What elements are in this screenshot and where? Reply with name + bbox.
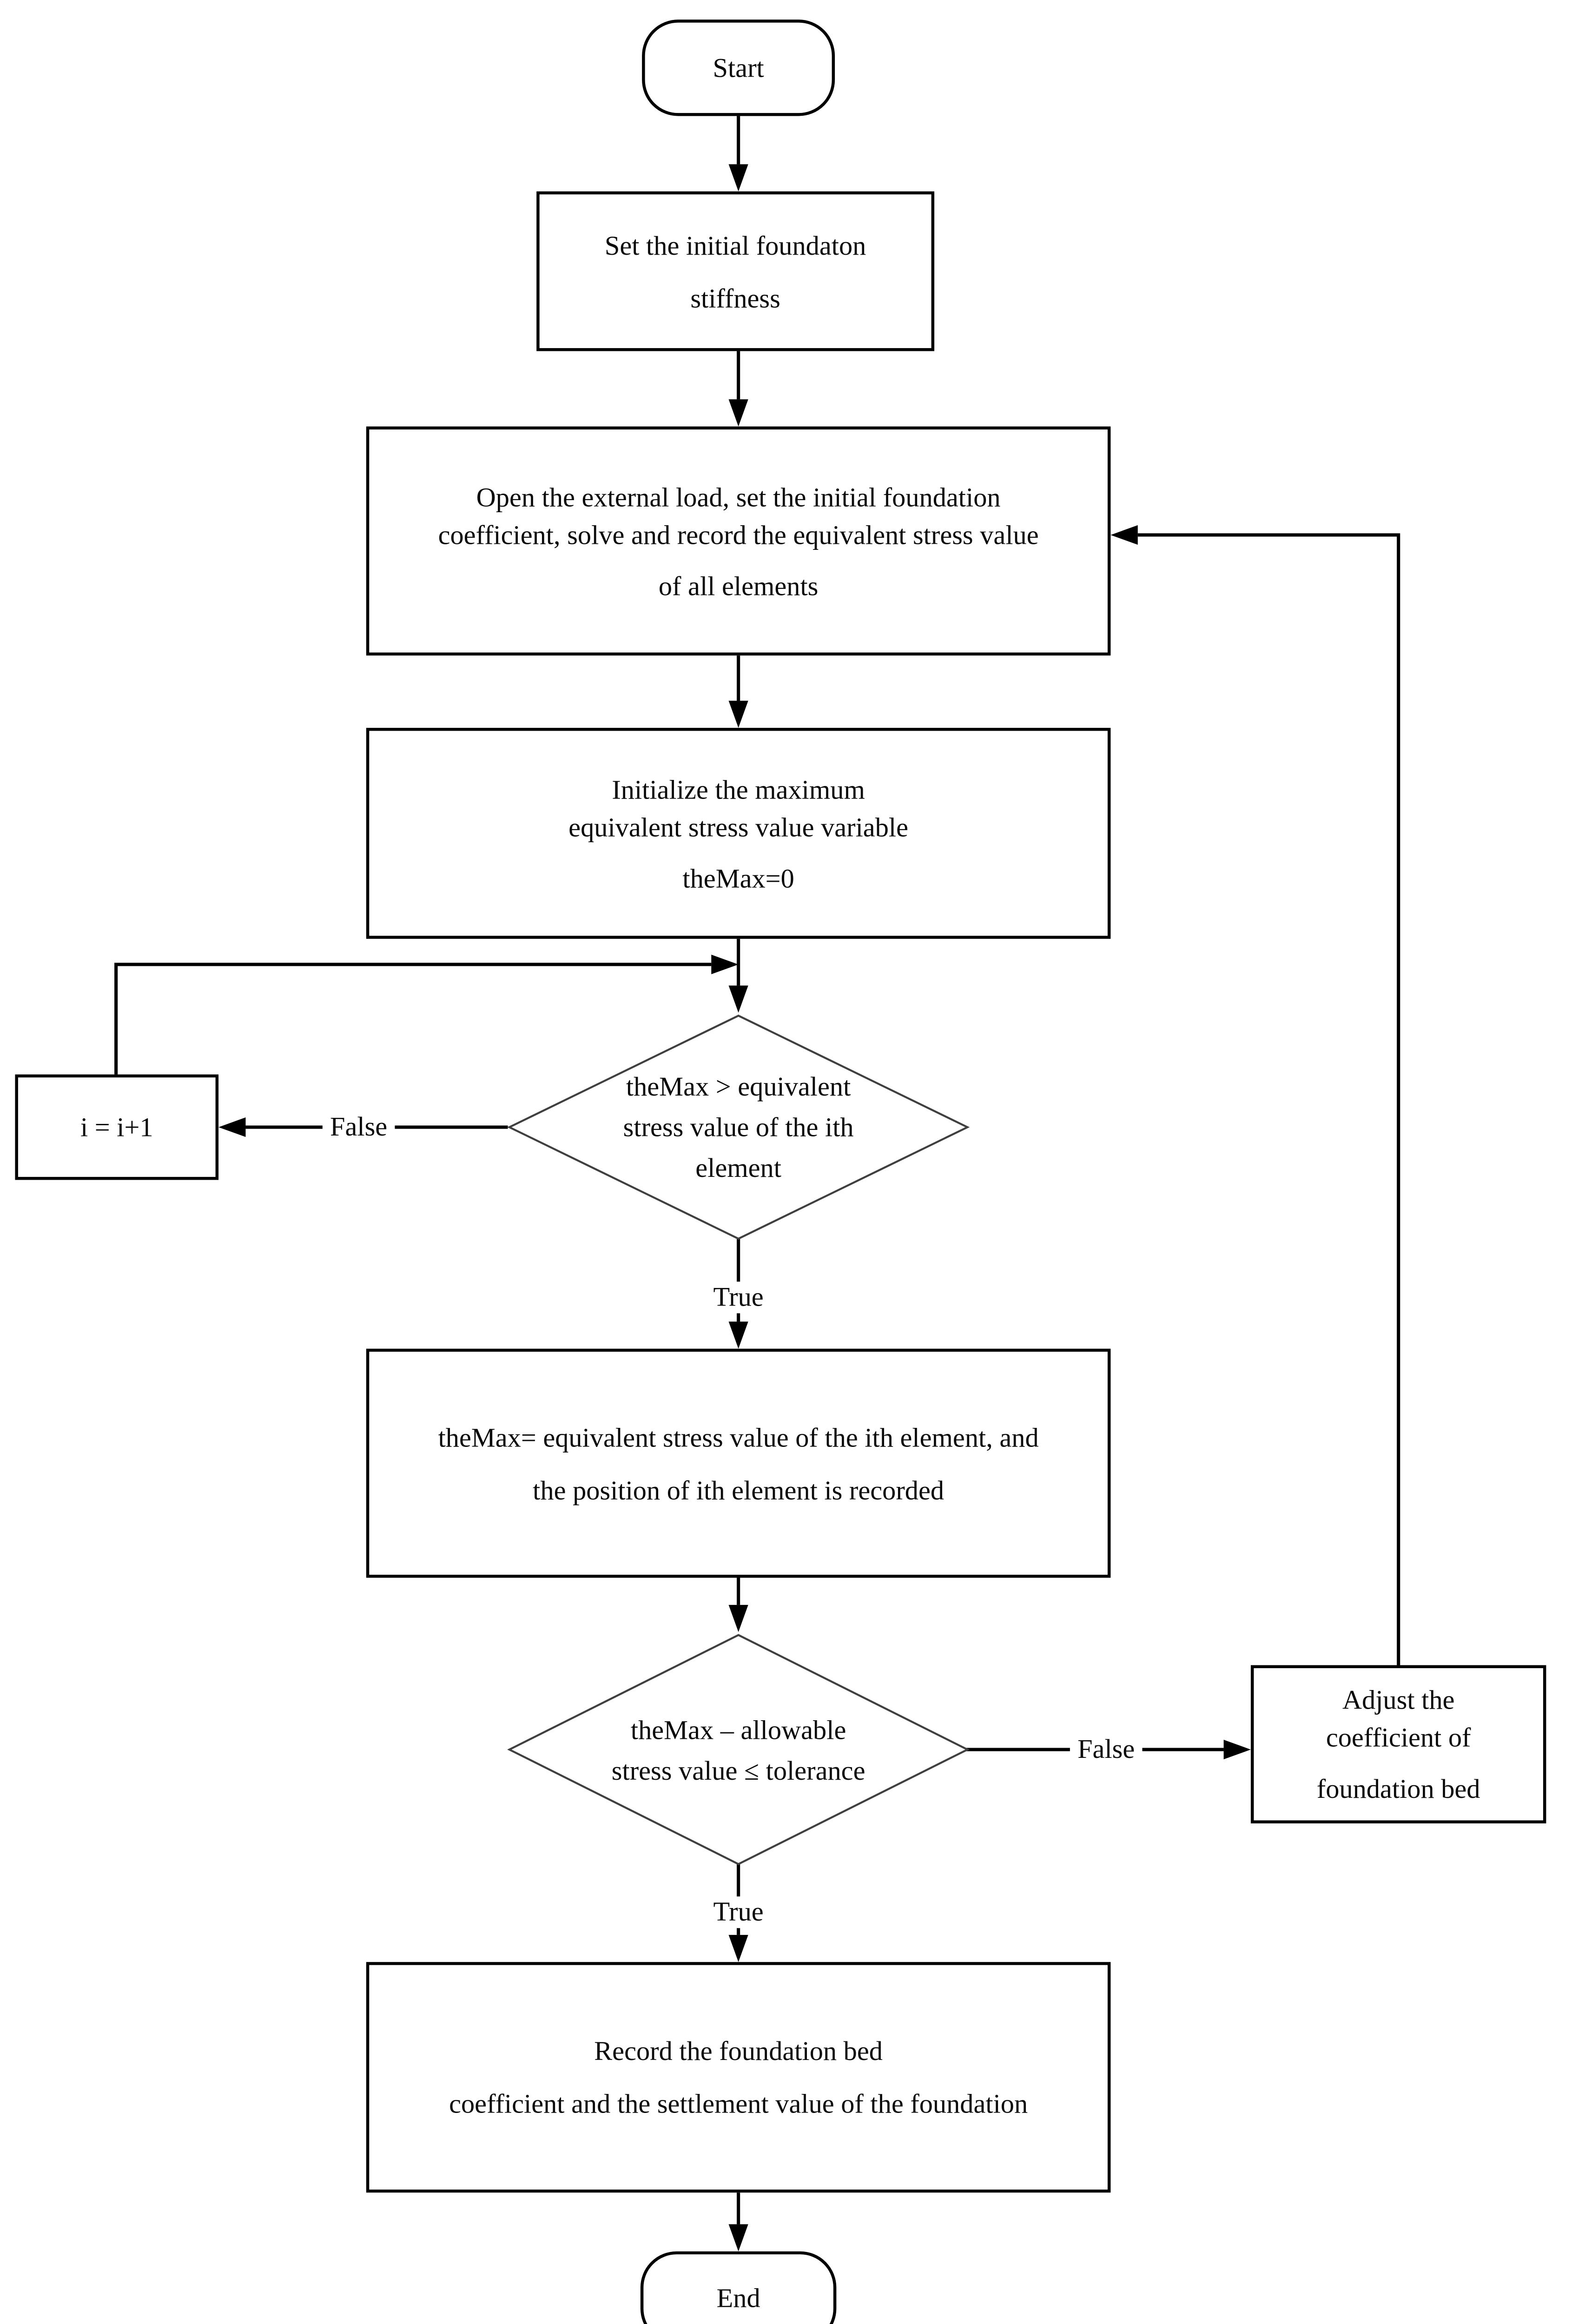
text-line: Record the foundation bed xyxy=(594,2036,883,2066)
max-check-false-label: False xyxy=(322,1111,395,1143)
text-line: coefficient and the settlement value of … xyxy=(449,2088,1028,2119)
arrowhead-left-icon xyxy=(1110,525,1138,545)
text-line: Adjust the xyxy=(1342,1684,1455,1715)
arrowhead-down-icon xyxy=(728,1934,748,1962)
text-line: equivalent stress value variable xyxy=(568,811,909,842)
arrowhead-down-icon xyxy=(728,700,748,728)
end-label: End xyxy=(716,2283,760,2313)
start-node: Start xyxy=(642,20,835,116)
record-result-box: Record the foundation bed coefficient and… xyxy=(366,1962,1111,2193)
text-line: theMax=0 xyxy=(682,863,794,893)
arrowhead-down-icon xyxy=(728,1604,748,1632)
edge-increment-loop xyxy=(114,963,712,1075)
text-line: element xyxy=(695,1153,781,1183)
arrowhead-down-icon xyxy=(728,985,748,1013)
text-line: theMax= equivalent stress value of the i… xyxy=(438,1421,1039,1452)
arrowhead-right-icon xyxy=(711,954,739,975)
text-line: Open the external load, set the initial … xyxy=(476,481,1001,512)
init-max-box: Initialize the maximum equivalent stress … xyxy=(366,727,1111,939)
tolerance-diamond-shape xyxy=(507,1634,970,1865)
increment-box: i = i+1 xyxy=(15,1074,219,1180)
start-label: Start xyxy=(713,53,764,83)
max-check-true-label: True xyxy=(706,1281,771,1314)
text-line: theMax – allowable xyxy=(630,1714,846,1744)
text-line: foundation bed xyxy=(1316,1773,1480,1804)
set-stiffness-box: Set the initial foundaton stiffness xyxy=(536,191,935,351)
arrowhead-down-icon xyxy=(728,164,748,191)
arrowhead-right-icon xyxy=(1223,1740,1251,1760)
text-line: stiffness xyxy=(690,282,780,313)
edge-adjust-feedback xyxy=(1137,533,1400,1665)
text-line: coefficient of xyxy=(1326,1722,1471,1753)
max-check-diamond: theMax > equivalent stress value of the i… xyxy=(528,1019,950,1236)
increment-label: i = i+1 xyxy=(80,1112,153,1142)
adjust-coefficient-box: Adjust the coefficient of foundation bed xyxy=(1250,1665,1546,1823)
open-load-box: Open the external load, set the initial … xyxy=(366,426,1111,656)
arrowhead-down-icon xyxy=(728,399,748,427)
arrowhead-down-icon xyxy=(728,2224,748,2251)
text-line: stress value ≤ tolerance xyxy=(611,1755,865,1785)
max-check-diamond-shape xyxy=(507,1014,970,1240)
arrowhead-left-icon xyxy=(218,1117,246,1137)
text-line: of all elements xyxy=(658,570,819,601)
text-line: Set the initial foundaton xyxy=(604,230,866,260)
arrowhead-down-icon xyxy=(728,1321,748,1349)
text-line: stress value of the ith xyxy=(623,1112,854,1142)
text-line: the position of ith element is recorded xyxy=(533,1474,945,1505)
update-max-box: theMax= equivalent stress value of the i… xyxy=(366,1348,1111,1578)
tolerance-true-label: True xyxy=(706,1896,771,1928)
text-line: Initialize the maximum xyxy=(612,773,865,804)
text-line: theMax > equivalent xyxy=(626,1071,851,1102)
end-node: End xyxy=(640,2251,837,2324)
tolerance-false-label: False xyxy=(1070,1734,1143,1766)
tolerance-diamond: theMax – allowable stress value ≤ toleran… xyxy=(512,1638,964,1861)
text-line: coefficient, solve and record the equiva… xyxy=(438,519,1039,549)
